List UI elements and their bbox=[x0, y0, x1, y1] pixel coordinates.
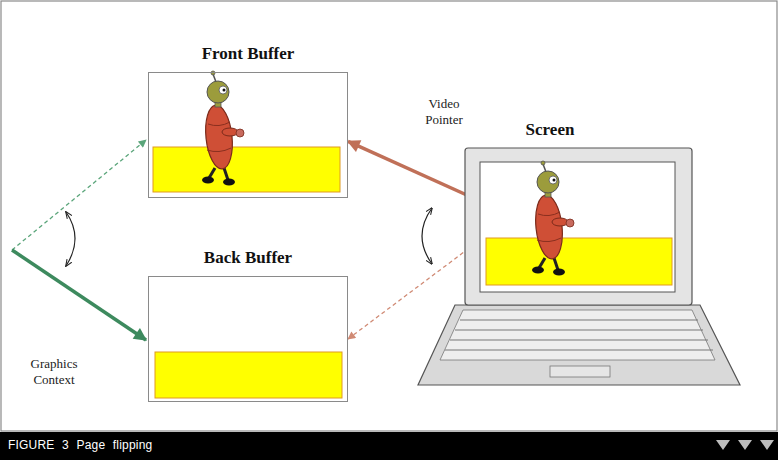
video-pointer-arrow bbox=[348, 141, 480, 201]
figure-caption: FIGURE 3 Page flipping bbox=[8, 438, 152, 452]
figure-border bbox=[1, 1, 777, 431]
laptop-illustration bbox=[415, 120, 740, 390]
buffer-heading: Front Buffer bbox=[140, 44, 356, 64]
pointer-label: Graphics Context bbox=[12, 356, 96, 389]
buffer-heading: Back Buffer bbox=[140, 248, 356, 268]
buffer-heading: Screen bbox=[455, 120, 645, 140]
buffer-contents bbox=[148, 71, 348, 402]
caption-bar bbox=[0, 432, 778, 460]
buffer-frame bbox=[480, 162, 675, 292]
edge-label: Video Pointer bbox=[414, 96, 474, 129]
buffer-box: Front Buffer bbox=[140, 44, 356, 204]
buffer-box: Back Buffer bbox=[140, 248, 356, 408]
buffer-frame bbox=[148, 276, 348, 402]
graphics-context-pointer bbox=[12, 140, 146, 340]
buffer-frame bbox=[148, 72, 348, 198]
buffer-box: Screen bbox=[415, 120, 740, 390]
